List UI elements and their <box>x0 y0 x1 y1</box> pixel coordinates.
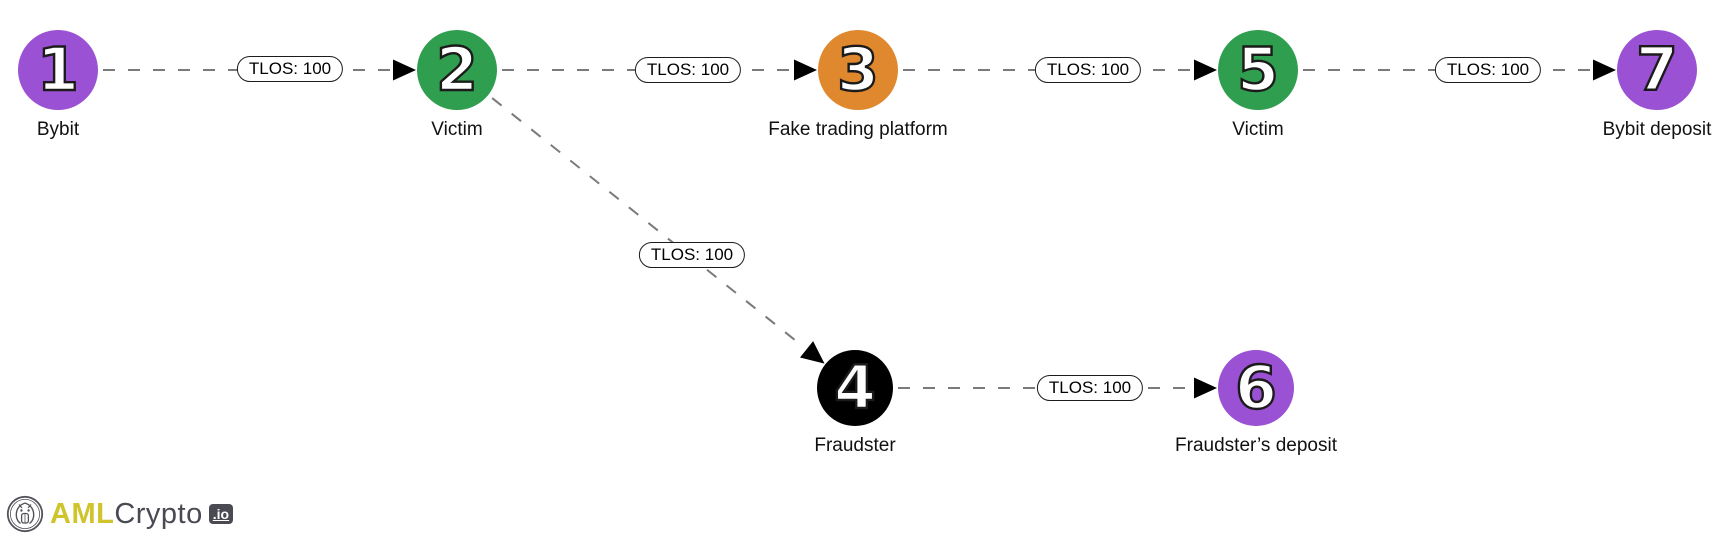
arrowhead-icon <box>794 59 817 81</box>
arrowhead-icon <box>800 341 825 364</box>
arrowhead-icon <box>1593 59 1616 81</box>
node-7[interactable]: 7 <box>1617 30 1697 110</box>
logo-crypto-text: Crypto <box>114 497 203 530</box>
edge-line <box>491 97 805 349</box>
node-number: 5 <box>1236 35 1280 105</box>
edge-label-pill: TLOS: 100 <box>1036 375 1144 401</box>
node-number: 2 <box>435 35 479 105</box>
logo-io-badge: .io <box>208 504 234 524</box>
node-3[interactable]: 3 <box>818 30 898 110</box>
edge-label-pill: TLOS: 100 <box>634 57 742 83</box>
node-label: Victim <box>431 119 483 140</box>
node-number: 7 <box>1635 35 1679 105</box>
node-label: Fake trading platform <box>768 119 948 140</box>
edge-label-pill: TLOS: 100 <box>1434 57 1542 83</box>
node-label: Fraudster <box>814 435 896 456</box>
node-5[interactable]: 5 <box>1218 30 1298 110</box>
arrowhead-icon <box>1194 59 1217 81</box>
node-label: Fraudster’s deposit <box>1175 435 1337 456</box>
node-1[interactable]: 1 <box>18 30 98 110</box>
node-label: Victim <box>1232 119 1284 140</box>
node-label: Bybit <box>36 119 80 140</box>
node-6[interactable]: 6 <box>1218 350 1294 426</box>
node-number: 1 <box>36 35 80 105</box>
node-label: Bybit deposit <box>1602 119 1712 140</box>
node-number: 4 <box>833 353 877 423</box>
arrowhead-icon <box>393 59 416 81</box>
edge-label-pill: TLOS: 100 <box>638 242 746 268</box>
node-2[interactable]: 2 <box>417 30 497 110</box>
node-4[interactable]: 4 <box>817 350 893 426</box>
edge-label-pill: TLOS: 100 <box>236 56 344 82</box>
arrowhead-icon <box>1194 377 1217 399</box>
node-number: 3 <box>836 35 880 105</box>
owl-logo-icon <box>6 495 44 533</box>
logo-aml-text: AML <box>50 497 115 530</box>
edge-label-pill: TLOS: 100 <box>1034 57 1142 83</box>
node-number: 6 <box>1234 353 1278 423</box>
